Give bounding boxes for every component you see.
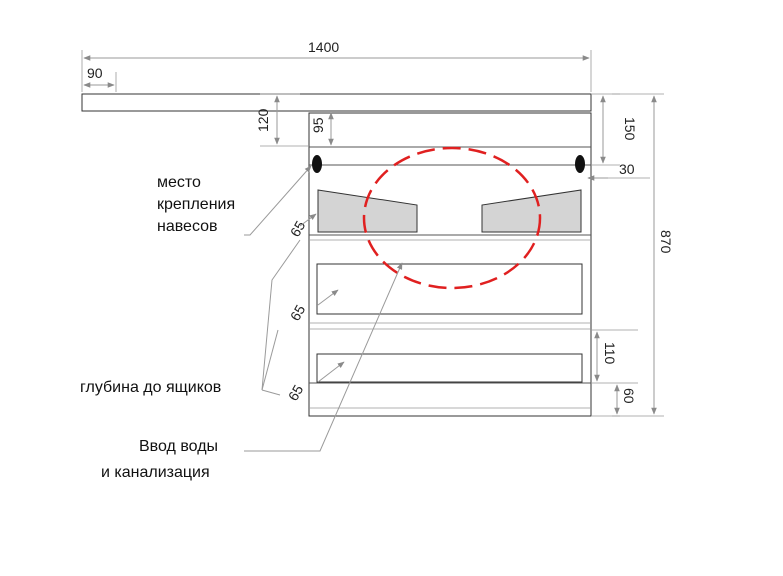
dim-overhang: 90 — [87, 65, 103, 81]
dim-drawer-height: 110 — [602, 342, 618, 365]
leader-depth-3 — [261, 389, 281, 396]
countertop — [81, 93, 592, 112]
label-mount-line3: навесов — [157, 218, 218, 235]
leader-water — [244, 262, 403, 452]
depth-arrow-2 — [317, 289, 339, 306]
dim-upper-height: 150 — [622, 117, 638, 141]
drawer-bottom — [316, 353, 583, 383]
dim-mount-offset: 30 — [619, 161, 635, 177]
dim-total-height: 870 — [658, 230, 674, 254]
depth-arrow-1 — [299, 213, 317, 227]
dim-top-gap: 120 — [255, 108, 271, 132]
dim-depth-1: 65 — [287, 218, 309, 240]
label-water-line1: Ввод воды — [139, 438, 218, 455]
leader-mount — [244, 165, 312, 236]
label-mount-line1: место — [157, 174, 201, 191]
bracket-left — [317, 189, 418, 233]
dim-plinth: 60 — [621, 388, 637, 404]
drawer-middle — [316, 263, 583, 315]
depth-arrow-3 — [317, 361, 345, 383]
dim-top-panel: 95 — [310, 117, 326, 133]
label-water-line2: и канализация — [101, 464, 210, 481]
dim-total-width: 1400 — [308, 39, 339, 55]
leader-depth-1 — [261, 239, 301, 391]
dim-depth-2: 65 — [287, 302, 309, 324]
mount-point-right — [575, 155, 585, 173]
leader-depth-2 — [261, 329, 279, 391]
dim-depth-3: 65 — [285, 382, 307, 404]
mount-point-left — [312, 155, 322, 173]
label-depth: глубина до ящиков — [80, 379, 221, 396]
water-inlet-highlight — [362, 146, 542, 290]
label-mount-line2: крепления — [157, 196, 235, 213]
bracket-right — [481, 189, 582, 233]
